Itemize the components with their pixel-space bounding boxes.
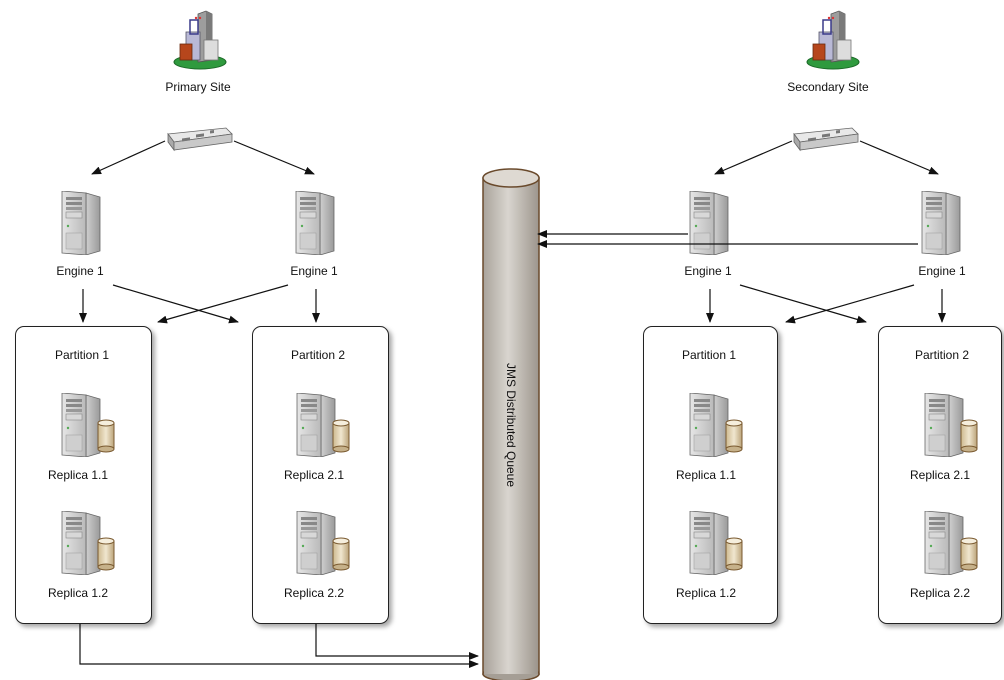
primary-partition-2-box — [252, 326, 389, 624]
primary-engine-2-label: Engine 1 — [290, 264, 338, 278]
primary-engine-1-icon — [61, 191, 101, 255]
primary-site-icon — [173, 10, 227, 70]
primary-partition-2-title: Partition 2 — [290, 348, 346, 362]
server-with-database-icon — [296, 511, 350, 575]
primary-engine-1-label: Engine 1 — [56, 264, 104, 278]
primary-site-label: Primary Site — [165, 80, 231, 94]
secondary-partition-1-box — [643, 326, 778, 624]
secondary-partition-1-title: Partition 1 — [681, 348, 737, 362]
primary-replica-2-1-label: Replica 2.1 — [283, 468, 345, 482]
secondary-engine-2-label: Engine 1 — [918, 264, 966, 278]
secondary-engine-1-icon — [689, 191, 729, 255]
primary-replica-1-2-label: Replica 1.2 — [47, 586, 109, 600]
secondary-site-icon — [806, 10, 860, 70]
server-with-database-icon — [689, 511, 743, 575]
primary-replica-2-2-label: Replica 2.2 — [283, 586, 345, 600]
primary-connectors — [79, 140, 479, 668]
server-with-database-icon — [61, 393, 115, 457]
secondary-replica-2-1-label: Replica 2.1 — [909, 468, 971, 482]
secondary-connectors — [537, 140, 946, 324]
secondary-partition-2-box — [878, 326, 1002, 624]
server-with-database-icon — [689, 393, 743, 457]
jms-queue-cylinder — [482, 168, 540, 680]
server-with-database-icon — [924, 393, 978, 457]
secondary-router-icon — [793, 127, 859, 151]
primary-router-icon — [167, 127, 233, 151]
jms-queue-label: JMS Distributed Queue — [504, 362, 518, 488]
secondary-replica-2-2-label: Replica 2.2 — [909, 586, 971, 600]
primary-replica-1-1-label: Replica 1.1 — [47, 468, 109, 482]
primary-partition-1-title: Partition 1 — [54, 348, 110, 362]
primary-engine-2-icon — [295, 191, 335, 255]
secondary-engine-2-icon — [921, 191, 961, 255]
secondary-site-label: Secondary Site — [787, 80, 869, 94]
server-with-database-icon — [61, 511, 115, 575]
server-with-database-icon — [296, 393, 350, 457]
secondary-replica-1-2-label: Replica 1.2 — [675, 586, 737, 600]
server-with-database-icon — [924, 511, 978, 575]
secondary-engine-1-label: Engine 1 — [684, 264, 732, 278]
primary-partition-1-box — [15, 326, 152, 624]
secondary-replica-1-1-label: Replica 1.1 — [675, 468, 737, 482]
secondary-partition-2-title: Partition 2 — [914, 348, 970, 362]
